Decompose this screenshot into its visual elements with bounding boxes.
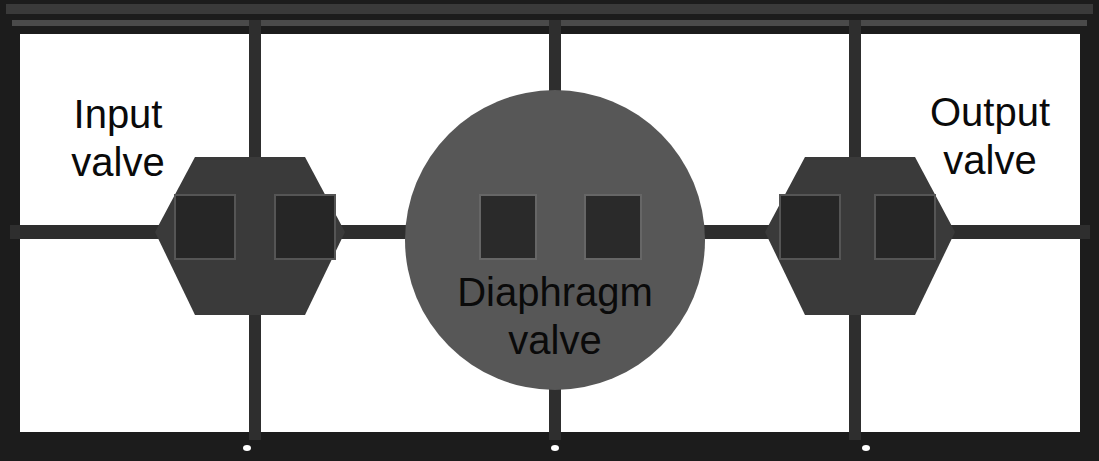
port bbox=[243, 445, 251, 451]
diaphragm-disc bbox=[405, 90, 705, 390]
port bbox=[862, 445, 870, 451]
valve-seat bbox=[875, 195, 935, 259]
ports bbox=[243, 445, 870, 451]
output-valve-chamber bbox=[765, 157, 955, 315]
chip-floor bbox=[20, 34, 1080, 432]
input-valve-chamber bbox=[155, 157, 345, 315]
valve-seat bbox=[780, 195, 840, 259]
valve-seat bbox=[175, 195, 235, 259]
valve-label: Input valve bbox=[48, 90, 188, 186]
valve-name: Diaphragm valve bbox=[430, 268, 680, 364]
frame-top-edge bbox=[6, 4, 1093, 14]
valve-seat bbox=[585, 195, 641, 259]
valve-seat bbox=[480, 195, 536, 259]
port bbox=[551, 445, 559, 451]
grid-channels bbox=[10, 20, 1090, 440]
diaphragm-valve-chamber: Diaphragm valve bbox=[405, 90, 705, 390]
valve-seat bbox=[275, 195, 335, 259]
valve-label: Output valve bbox=[915, 88, 1065, 184]
